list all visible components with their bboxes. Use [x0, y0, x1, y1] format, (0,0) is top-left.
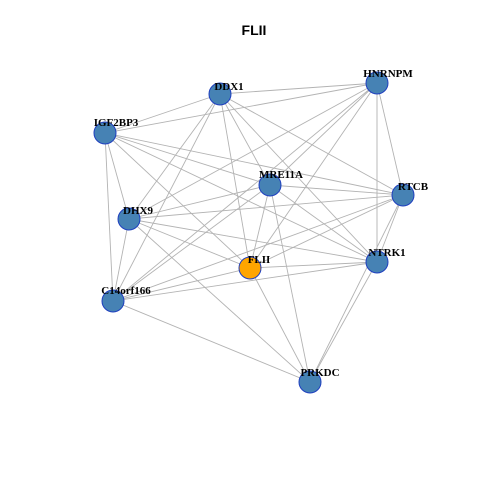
edge-rtcb-ntrk1 [376, 194, 404, 263]
node-label-prkdc: PRKDC [300, 367, 339, 379]
node-flii[interactable] [238, 256, 262, 280]
edge-ddx1-mre11a [219, 93, 271, 186]
edge-hnrnpm-mre11a [269, 82, 378, 186]
edge-ntrk1-prkdc [309, 261, 378, 383]
edge-c14orf166-prkdc [112, 300, 311, 383]
edge-ddx1-ntrk1 [219, 93, 378, 263]
edge-ddx1-hnrnpm [219, 82, 378, 95]
node-c14orf166[interactable] [101, 289, 125, 313]
edge-mre11a-c14orf166 [112, 184, 271, 302]
node-ddx1[interactable] [208, 82, 232, 106]
edge-igf2bp3-ntrk1 [104, 132, 378, 263]
edge-hnrnpm-rtcb [376, 82, 404, 196]
node-label-hnrnpm: HNRNPM [363, 68, 413, 80]
edge-rtcb-flii [249, 194, 404, 269]
node-igf2bp3[interactable] [93, 121, 117, 145]
edge-mre11a-rtcb [269, 184, 404, 196]
edge-mre11a-dhx9 [128, 184, 271, 220]
edge-igf2bp3-mre11a [104, 132, 271, 186]
edge-igf2bp3-rtcb [104, 132, 404, 196]
edge-mre11a-flii [249, 184, 271, 269]
edge-igf2bp3-flii [104, 132, 251, 269]
edge-flii-prkdc [249, 267, 311, 383]
edge-rtcb-c14orf166 [112, 194, 404, 302]
edge-mre11a-ntrk1 [269, 184, 378, 263]
edge-dhx9-ntrk1 [128, 218, 378, 263]
node-dhx9[interactable] [117, 207, 141, 231]
node-layer [93, 71, 415, 394]
node-ntrk1[interactable] [365, 250, 389, 274]
edge-hnrnpm-dhx9 [128, 82, 378, 220]
edge-igf2bp3-c14orf166 [104, 132, 114, 302]
edge-ddx1-c14orf166 [112, 93, 221, 302]
node-label-flii: FLII [248, 254, 271, 266]
edge-hnrnpm-igf2bp3 [104, 82, 378, 134]
edge-flii-c14orf166 [112, 267, 251, 302]
edge-dhx9-flii [128, 218, 251, 269]
edge-igf2bp3-dhx9 [104, 132, 130, 220]
node-label-c14orf166: C14orf166 [101, 285, 151, 297]
node-label-igf2bp3: IGF2BP3 [94, 117, 139, 129]
node-label-mre11a: MRE11A [259, 169, 303, 181]
edge-rtcb-dhx9 [128, 194, 404, 220]
node-rtcb[interactable] [391, 183, 415, 207]
graph-title: FLII [242, 22, 267, 38]
node-label-rtcb: RTCB [398, 181, 429, 193]
edge-flii-ntrk1 [249, 261, 378, 269]
node-label-ddx1: DDX1 [214, 81, 243, 93]
node-hnrnpm[interactable] [365, 71, 389, 95]
node-prkdc[interactable] [298, 370, 322, 394]
edge-hnrnpm-c14orf166 [112, 82, 378, 302]
node-label-ntrk1: NTRK1 [368, 247, 405, 259]
edge-dhx9-c14orf166 [112, 218, 130, 302]
edge-ddx1-igf2bp3 [104, 93, 221, 134]
edge-rtcb-prkdc [309, 194, 404, 383]
edge-mre11a-prkdc [269, 184, 311, 383]
node-mre11a[interactable] [258, 173, 282, 197]
node-label-dhx9: DHX9 [123, 205, 153, 217]
edge-layer [104, 82, 404, 383]
edge-hnrnpm-flii [249, 82, 378, 269]
edge-ddx1-rtcb [219, 93, 404, 196]
edge-ntrk1-c14orf166 [112, 261, 378, 302]
edge-dhx9-prkdc [128, 218, 311, 383]
